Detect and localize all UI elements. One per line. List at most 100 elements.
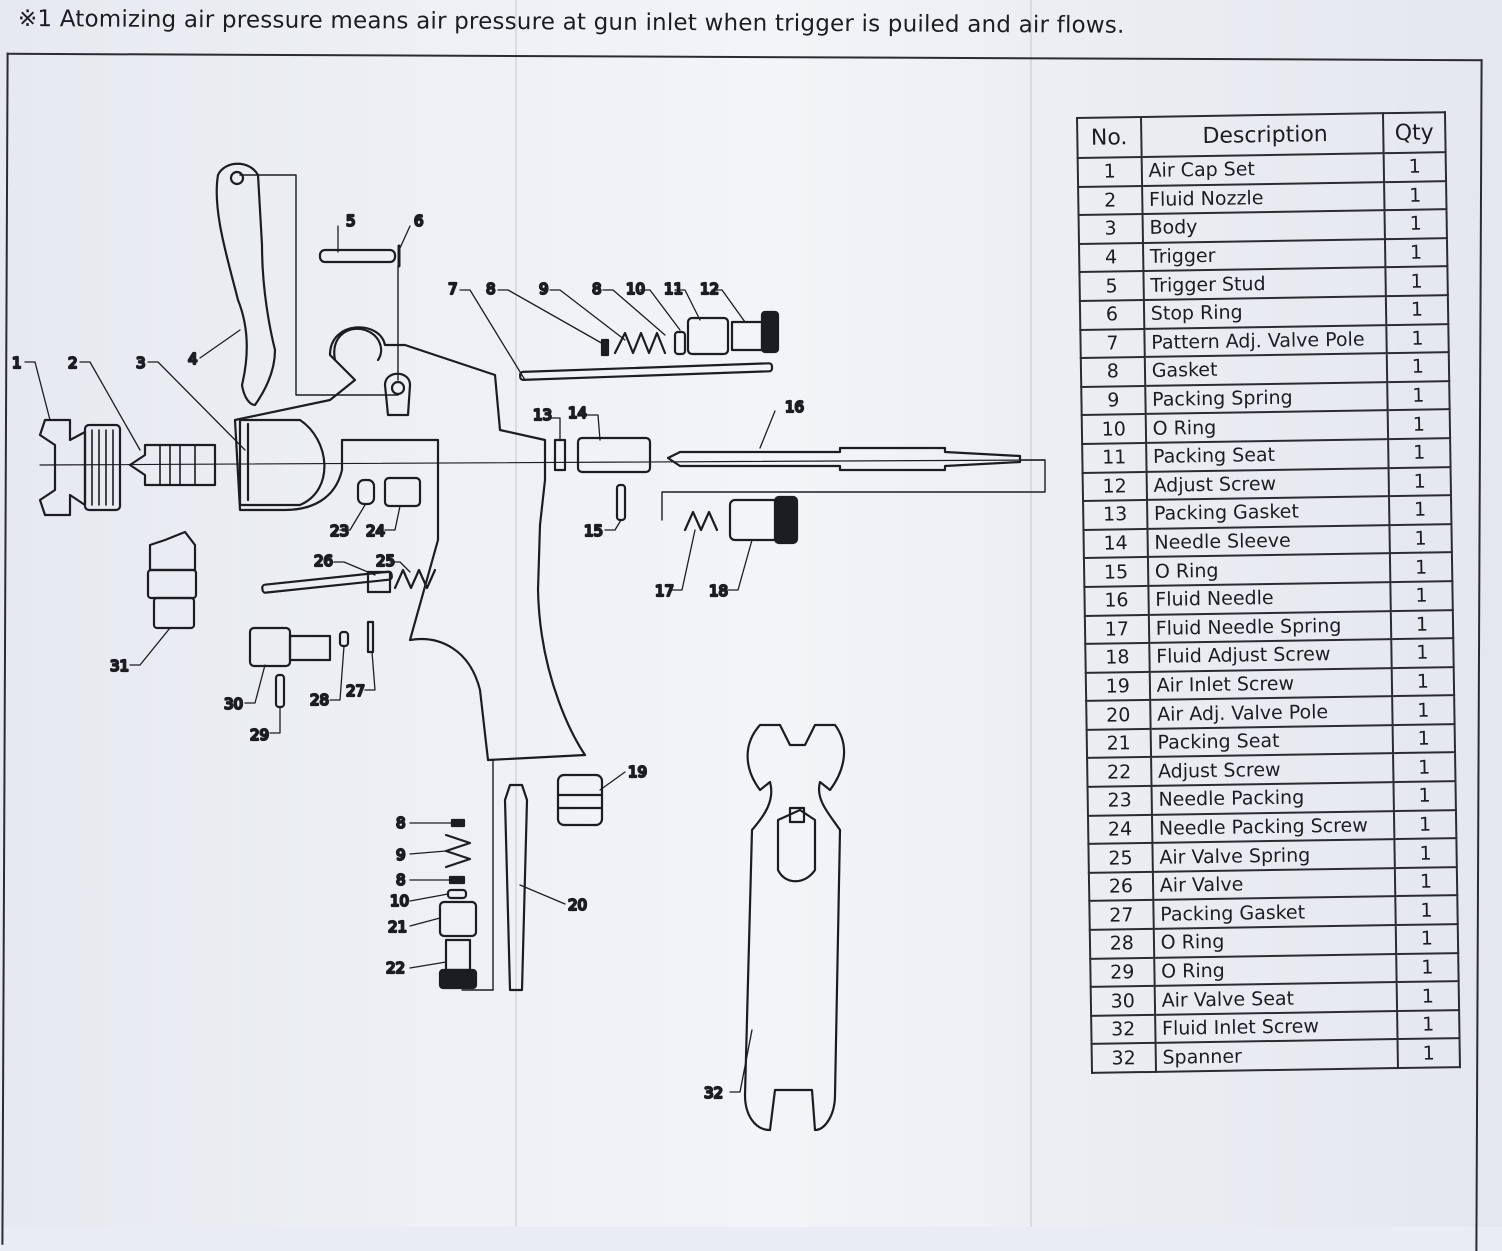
spanner-part: [743, 723, 846, 1132]
part-qty: 1: [1392, 752, 1456, 783]
callout-27: 27: [346, 682, 365, 700]
packing-gasket-27: [366, 620, 375, 654]
trigger-pivot-hole: [229, 170, 245, 186]
part-qty: 1: [1396, 1009, 1460, 1040]
callout-8: 8: [396, 814, 406, 832]
callout-32: 32: [704, 1084, 723, 1102]
callout-15: 15: [584, 522, 603, 540]
part-qty: 1: [1397, 1038, 1460, 1069]
part-number: 32: [1091, 1014, 1156, 1045]
trigger-stud-boss: [383, 372, 412, 417]
adjust-screw-knob-upper: [760, 310, 780, 354]
trigger-stud-part: [318, 248, 397, 264]
part-qty: 1: [1389, 523, 1452, 554]
part-description: Fluid Nozzle: [1141, 181, 1385, 215]
part-description: Fluid Needle: [1148, 582, 1391, 615]
callout-29: 29: [250, 726, 269, 744]
fluid-needle-spring-part: [683, 510, 719, 532]
packing-spring-lower: [444, 833, 472, 869]
adjust-screw-knob-lower: [438, 968, 478, 990]
part-description: Body: [1142, 210, 1385, 243]
part-number: 4: [1078, 242, 1144, 273]
fluid-nozzle-part: [128, 443, 217, 487]
part-number: 17: [1084, 614, 1150, 645]
part-qty: 1: [1390, 609, 1454, 640]
callout-16: 16: [785, 398, 804, 416]
part-description: Trigger Stud: [1143, 267, 1386, 300]
fluid-adjust-screw-part: [728, 498, 780, 542]
air-adj-valve-pole-part: [503, 783, 529, 992]
part-description: Gasket: [1144, 353, 1388, 386]
fluid-inlet-screw-base: [152, 596, 196, 630]
part-qty: 1: [1396, 952, 1459, 983]
part-qty: 1: [1383, 152, 1447, 182]
part-description: Needle Packing Screw: [1151, 810, 1395, 844]
part-qty: 1: [1387, 409, 1451, 440]
adjust-screw-lower: [444, 938, 472, 972]
part-number: 5: [1079, 271, 1144, 301]
parts-table-header: No. Description Qty: [1077, 112, 1446, 158]
callout-26: 26: [314, 552, 333, 570]
leader-lines: [24, 225, 776, 1093]
adjust-screw-upper: [730, 320, 764, 352]
part-number: 1: [1077, 156, 1142, 187]
packing-spring-upper: [613, 331, 667, 355]
fluid-needle-part: [666, 446, 1022, 472]
air-cap-knurl: [91, 429, 114, 506]
part-number: 13: [1083, 500, 1148, 530]
gasket-lower-2: [448, 875, 466, 885]
part-description: Fluid Adjust Screw: [1149, 639, 1392, 672]
callout-20: 20: [568, 896, 587, 914]
part-number: 11: [1082, 442, 1147, 473]
part-qty: 1: [1390, 581, 1453, 611]
part-description: Adjust Screw: [1150, 753, 1394, 786]
air-valve-part: [261, 570, 393, 594]
part-number: 18: [1085, 643, 1150, 673]
part-qty: 1: [1385, 266, 1448, 297]
part-number: 28: [1089, 928, 1154, 959]
center-axis-line: [39, 459, 1046, 466]
trigger-hook: [333, 327, 383, 362]
callout-10: 10: [390, 892, 409, 910]
part-description: Air Cap Set: [1141, 153, 1384, 186]
needle-packing-part: [356, 478, 376, 506]
part-qty: 1: [1394, 838, 1457, 868]
fluid-adjust-knob: [773, 495, 799, 545]
part-description: Packing Seat: [1150, 724, 1393, 758]
part-qty: 1: [1386, 352, 1450, 382]
part-description: Needle Sleeve: [1147, 524, 1390, 558]
part-description: Air Inlet Screw: [1149, 667, 1392, 701]
air-cap-part: [38, 418, 87, 517]
part-description: Air Valve Seat: [1154, 982, 1397, 1015]
trigger-part: [215, 162, 277, 407]
stud-hole: [390, 380, 406, 396]
callout-11: 11: [664, 280, 683, 298]
needle-packing-screw-part: [383, 476, 422, 508]
part-qty: 1: [1383, 180, 1447, 211]
part-number: 14: [1083, 528, 1148, 559]
part-number: 10: [1081, 414, 1146, 444]
part-description: Trigger: [1142, 238, 1386, 272]
o-ring-28: [338, 630, 350, 648]
callout-25: 25: [376, 552, 395, 570]
packing-seat-upper: [686, 316, 730, 356]
part-qty: 1: [1393, 809, 1457, 840]
part-number: 27: [1089, 900, 1154, 930]
part-number: 21: [1086, 728, 1151, 759]
part-description: Stop Ring: [1143, 296, 1387, 329]
air-valve-spring-part: [393, 568, 437, 590]
part-qty: 1: [1385, 295, 1449, 325]
air-valve-seat-part: [248, 626, 292, 668]
fluid-inlet-screw-tip: [148, 530, 197, 572]
part-description: Packing Seat: [1145, 439, 1389, 472]
header-no: No.: [1077, 116, 1142, 158]
part-qty: 1: [1388, 495, 1452, 525]
air-cap-ring: [83, 423, 122, 512]
header-qty: Qty: [1382, 112, 1446, 154]
part-description: Packing Spring: [1144, 381, 1388, 415]
part-qty: 1: [1387, 380, 1450, 411]
part-qty: 1: [1395, 895, 1458, 926]
part-description: Packing Gasket: [1146, 496, 1390, 529]
